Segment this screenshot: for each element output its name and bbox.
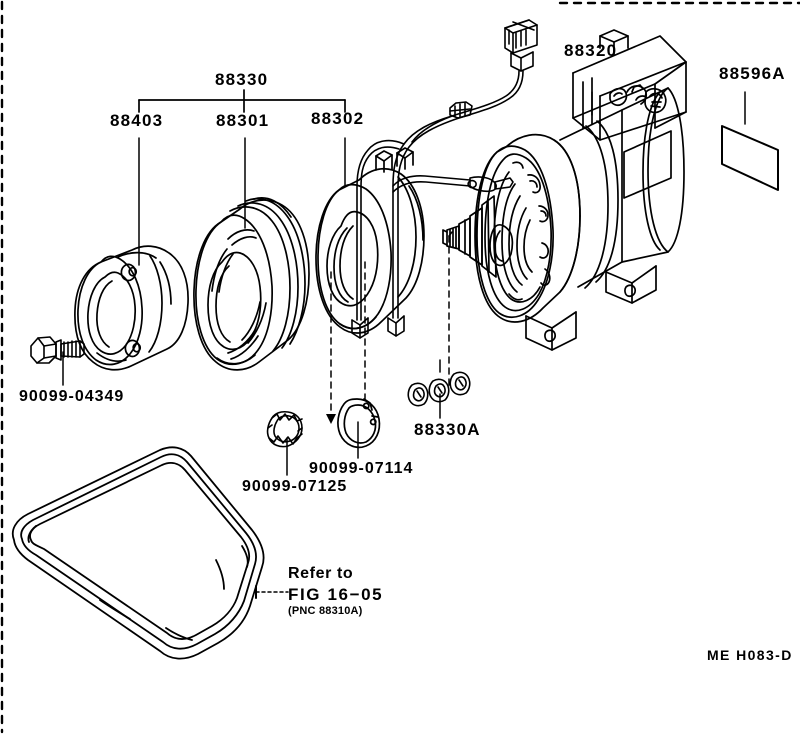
label-88330A: 88330A — [414, 420, 481, 439]
shim-washers-88330A — [407, 371, 471, 407]
wave-washer-90099-07125 — [266, 410, 303, 448]
bolt-90099-04349 — [30, 336, 85, 364]
refer-note-line2: FIG 16−05 — [288, 585, 384, 604]
label-88403: 88403 — [110, 111, 164, 130]
sheet-code: ME H083-D — [707, 647, 793, 663]
label-88596A: 88596A — [719, 64, 786, 83]
axis-arrowhead — [326, 414, 336, 424]
label-88302: 88302 — [311, 109, 365, 128]
ac-compressor-88320 — [442, 29, 687, 351]
label-88330: 88330 — [215, 70, 269, 89]
label-90099-07125: 90099-07125 — [242, 478, 348, 495]
refer-note-line1: Refer to — [288, 565, 354, 582]
refer-note-pnc: (PNC 88310A) — [288, 605, 363, 617]
clutch-rotor-88301 — [193, 197, 310, 371]
id-label-plate-88596A — [721, 125, 779, 191]
label-88320: 88320 — [564, 41, 618, 60]
label-90099-04349: 90099-04349 — [19, 388, 125, 405]
label-90099-07114: 90099-07114 — [309, 460, 414, 477]
drive-belt — [11, 446, 265, 660]
group-bracket-88330 — [138, 89, 346, 113]
label-88301: 88301 — [216, 111, 270, 130]
clutch-hub-88403 — [74, 245, 189, 371]
snap-ring-90099-07114 — [337, 398, 381, 449]
wire-harness — [351, 19, 538, 339]
stator-coil-88302 — [315, 147, 425, 334]
